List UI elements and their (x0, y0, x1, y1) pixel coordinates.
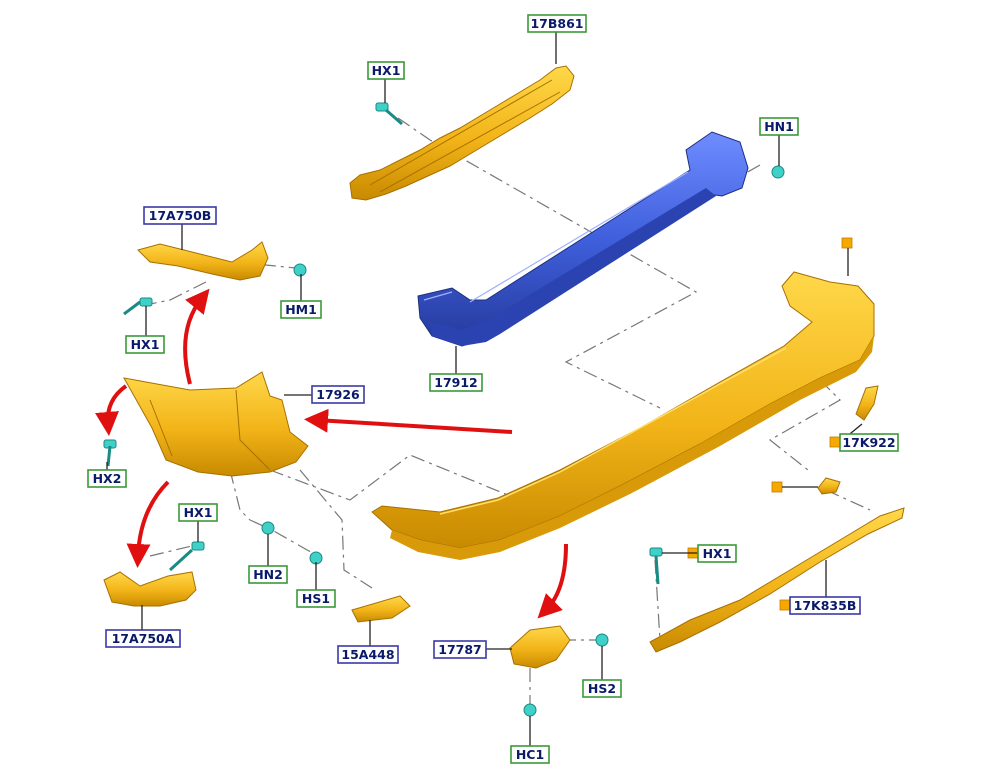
label-hx1-left: HX1 (125, 335, 165, 354)
label-hs1: HS1 (296, 589, 336, 608)
svg-text:HX1: HX1 (703, 546, 732, 561)
bracket-17A750B (137, 241, 269, 281)
label-hx1-mid: HX1 (178, 503, 218, 522)
label-17A750A: 17A750A (105, 629, 181, 648)
fastener-hx1-mid (168, 541, 205, 572)
svg-text:17A750A: 17A750A (112, 631, 175, 646)
trim-15A448 (351, 595, 411, 623)
label-17912: 17912 (429, 373, 483, 392)
bracket-17787 (509, 625, 571, 669)
svg-text:HX1: HX1 (184, 505, 213, 520)
label-17A750B: 17A750B (143, 206, 217, 225)
bumper-corner-17926 (123, 371, 309, 477)
label-hx2: HX2 (87, 469, 127, 488)
fastener-hn1 (771, 165, 785, 179)
label-hx1-top: HX1 (367, 61, 405, 80)
label-hn2: HN2 (248, 565, 288, 584)
label-15A448: 15A448 (337, 645, 399, 664)
fastener-hx1-right (649, 547, 663, 585)
label-hs2: HS2 (582, 679, 622, 698)
svg-text:HS2: HS2 (588, 681, 616, 696)
svg-text:HN1: HN1 (764, 119, 794, 134)
svg-text:17A750B: 17A750B (149, 208, 212, 223)
svg-text:HX2: HX2 (93, 471, 122, 486)
svg-text:17K835B: 17K835B (794, 598, 857, 613)
svg-text:HN2: HN2 (253, 567, 283, 582)
label-17787: 17787 (433, 640, 487, 659)
fastener-hx1-left (123, 297, 153, 316)
fastener-hn2 (261, 521, 275, 535)
fastener-hc1 (523, 703, 537, 717)
part-17K922 (855, 385, 879, 421)
fastener-hx1-top (375, 102, 403, 126)
label-hx1-right: HX1 (697, 544, 737, 563)
fasteners (103, 102, 785, 717)
label-hm1: HM1 (280, 300, 322, 319)
label-17K922: 17K922 (839, 433, 899, 452)
svg-text:17926: 17926 (316, 387, 360, 402)
valance-17K835B (649, 507, 905, 653)
fastener-hx2 (103, 439, 117, 467)
bracket-17A750A (103, 571, 197, 607)
svg-text:HC1: HC1 (516, 747, 544, 762)
svg-text:17912: 17912 (434, 375, 478, 390)
label-hc1: HC1 (510, 745, 550, 764)
bumper-cover (371, 271, 875, 560)
svg-text:HX1: HX1 (131, 337, 160, 352)
label-17K835B: 17K835B (789, 596, 861, 615)
svg-text:17B861: 17B861 (530, 16, 583, 31)
svg-text:17K922: 17K922 (842, 435, 895, 450)
svg-text:HX1: HX1 (372, 63, 401, 78)
absorber-bracket-17B861 (349, 65, 575, 201)
leader-lines (106, 31, 863, 746)
fastener-hs2 (595, 633, 609, 647)
label-17B861: 17B861 (527, 14, 587, 33)
fastener-hm1 (293, 263, 307, 277)
svg-text:HM1: HM1 (285, 302, 317, 317)
label-17926: 17926 (311, 385, 365, 404)
clip-part (817, 477, 841, 495)
label-hn1: HN1 (759, 117, 799, 136)
svg-text:HS1: HS1 (302, 591, 330, 606)
reinforcement-beam-17912 (417, 131, 749, 347)
svg-text:17787: 17787 (438, 642, 482, 657)
red-arrows (95, 288, 568, 619)
svg-text:15A448: 15A448 (341, 647, 394, 662)
